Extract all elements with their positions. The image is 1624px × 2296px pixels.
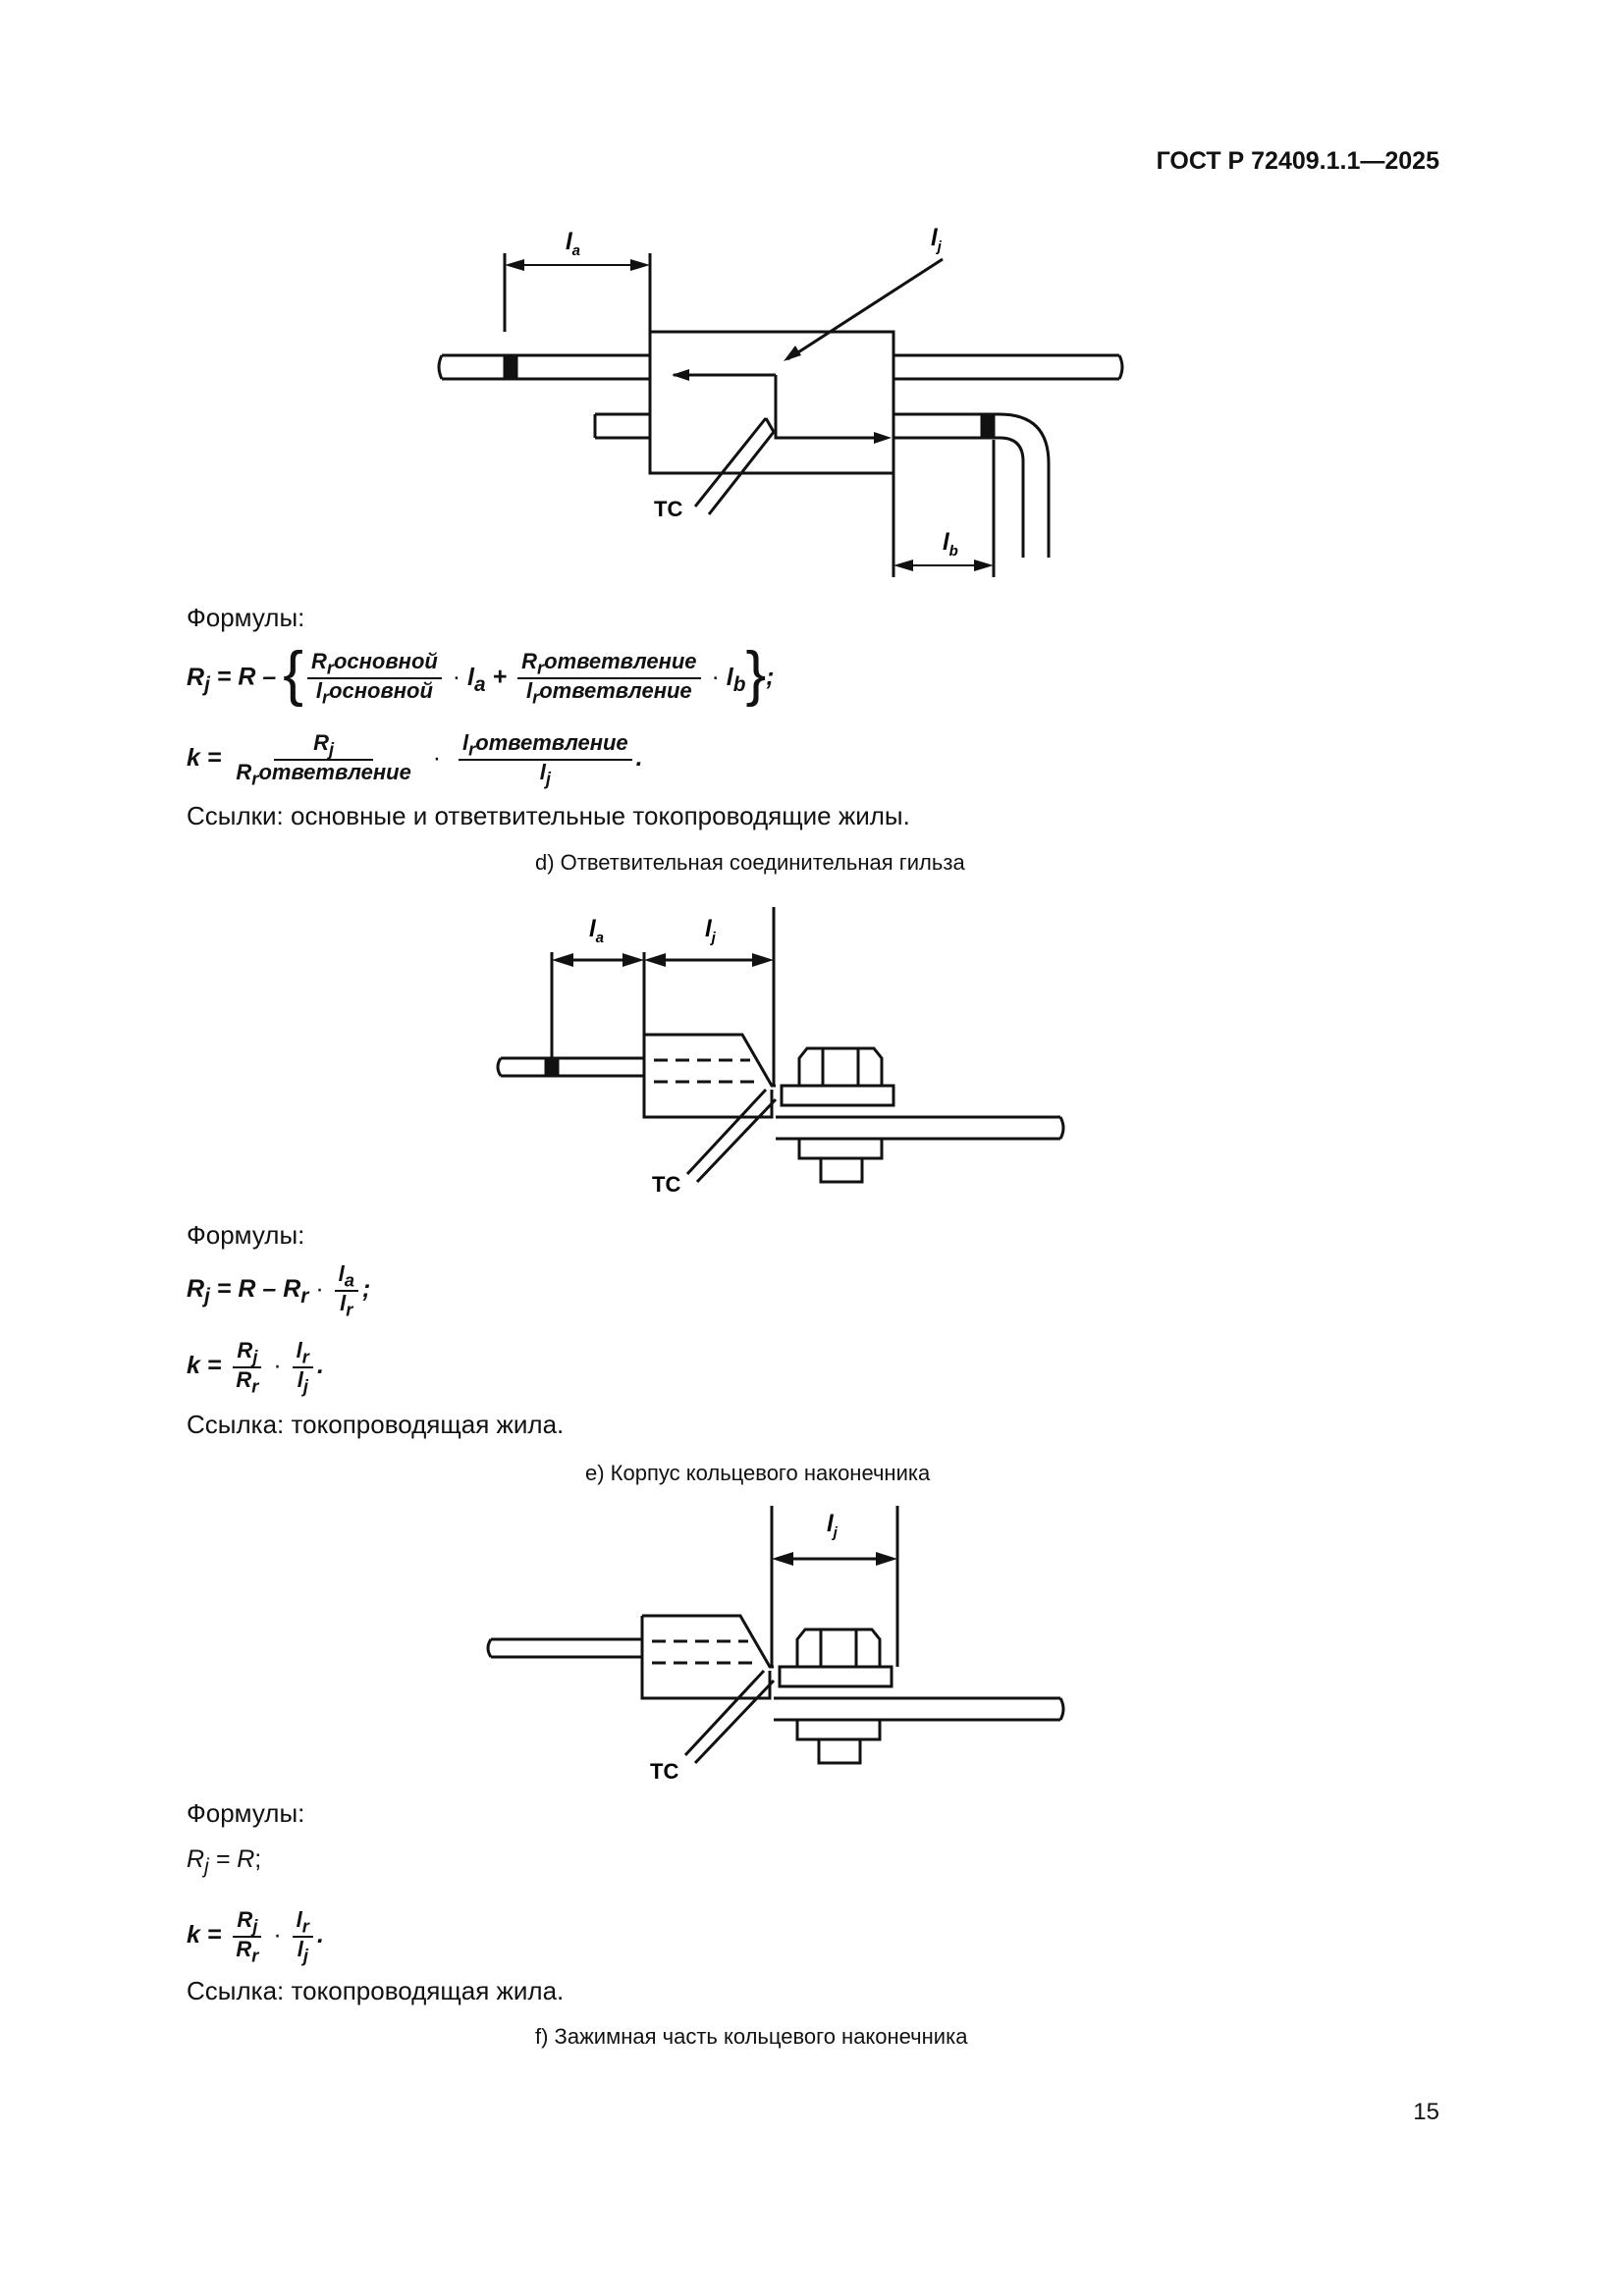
dim-lj-label: lj <box>705 916 717 946</box>
links-e: Ссылка: токопроводящая жила. <box>187 1410 565 1439</box>
figure-d-branch-sleeve: la lj lb TC <box>437 225 1124 577</box>
formula-f-rj: Rj = R; <box>187 1845 262 1878</box>
tc-label: TC <box>652 1172 680 1197</box>
formulas-label-e: Формулы: <box>187 1220 305 1250</box>
figure-e-ring-lug-body: la lj TC <box>496 907 1065 1197</box>
document-id: ГОСТ Р 72409.1.1—2025 <box>1156 147 1439 175</box>
caption-e: e) Корпус кольцевого наконечника <box>585 1461 931 1485</box>
dim-lb-label: lb <box>943 529 958 560</box>
caption-d: d) Ответвительная соединительная гильза <box>535 850 965 875</box>
dim-la-label: la <box>589 916 604 946</box>
tc-label: TC <box>654 497 682 521</box>
formulas-label-d: Формулы: <box>187 603 305 632</box>
tc-label: TC <box>650 1759 678 1784</box>
page-number: 15 <box>1413 2099 1439 2125</box>
figure-f-ring-lug-clamp: lj TC <box>486 1506 1065 1784</box>
dim-lj-label: lj <box>931 225 943 255</box>
caption-f: f) Зажимная часть кольцевого наконечника <box>535 2024 968 2049</box>
dim-lj-label: lj <box>827 1511 839 1541</box>
links-f: Ссылка: токопроводящая жила. <box>187 1976 565 2005</box>
dim-la-label: la <box>566 229 580 259</box>
links-d: Ссылки: основные и ответвительные токопр… <box>187 801 910 830</box>
formulas-label-f: Формулы: <box>187 1798 305 1828</box>
